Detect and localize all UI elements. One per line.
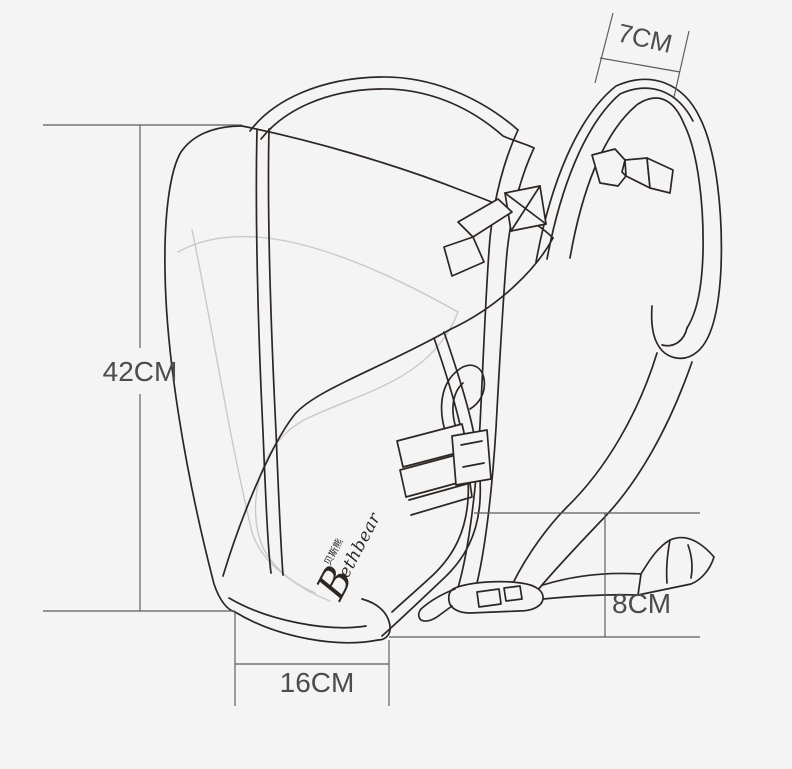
ladder-lock-slots bbox=[460, 440, 485, 468]
right-strap-webbing-b bbox=[536, 361, 693, 592]
right-strap-webbing-a bbox=[512, 352, 658, 584]
body-seam-line-b bbox=[267, 128, 284, 576]
dimension-annotations bbox=[43, 12, 700, 706]
brand-logo: B ethbear 贝斯熊 bbox=[308, 509, 386, 607]
waist-keeper-slot-a bbox=[476, 588, 502, 608]
body-top-edge bbox=[241, 125, 554, 239]
body-right-edge-outer bbox=[381, 331, 482, 637]
waist-belt-lower bbox=[542, 593, 639, 600]
seam-top-arc bbox=[177, 235, 459, 313]
waist-keeper bbox=[447, 580, 544, 614]
right-strap-outer bbox=[535, 78, 723, 360]
waist-keeper-tail bbox=[417, 588, 456, 622]
dim-label-16cm: 16CM bbox=[280, 667, 355, 698]
dim-7-left-tick bbox=[594, 12, 614, 84]
seam-left bbox=[191, 229, 316, 594]
sling-curve bbox=[222, 328, 452, 577]
waist-belt-end-flap bbox=[637, 536, 715, 596]
body-left-edge bbox=[164, 125, 243, 613]
side-hook-outer bbox=[440, 364, 486, 438]
bottom-band-inner bbox=[228, 597, 367, 629]
chest-clip-webbing bbox=[646, 157, 674, 194]
right-strap-tip bbox=[661, 327, 688, 347]
waist-belt-flap-seam bbox=[687, 544, 693, 579]
body-right-edge-inner bbox=[391, 337, 470, 613]
bottom-band-outer bbox=[234, 611, 379, 644]
dim-label-42cm: 42CM bbox=[103, 356, 178, 387]
strap-slider-cross-b bbox=[510, 185, 541, 232]
ladder-lock-buckle bbox=[451, 429, 492, 486]
waist-belt-upper bbox=[542, 572, 642, 586]
bottom-band-cap bbox=[361, 598, 391, 641]
chest-clip-male bbox=[591, 148, 627, 187]
carrier-outline bbox=[164, 76, 723, 644]
right-strap-seam bbox=[546, 87, 694, 260]
body-seam-line-a bbox=[255, 129, 272, 574]
dim-7-right-tick bbox=[673, 30, 690, 98]
waist-keeper-slot-b bbox=[503, 585, 523, 602]
dim-7-line bbox=[599, 57, 681, 73]
left-strap-limb-outer bbox=[455, 129, 519, 595]
waist-belt-flap-fold bbox=[665, 539, 671, 584]
left-strap-outer bbox=[249, 76, 519, 132]
inner-seams bbox=[177, 229, 459, 602]
armhole-curve bbox=[450, 237, 554, 330]
dim-label-8cm: 8CM bbox=[612, 588, 671, 619]
folded-webbing-a bbox=[457, 198, 513, 238]
chest-clip-female bbox=[624, 157, 651, 189]
dim-label-7cm: 7CM bbox=[615, 17, 675, 59]
side-webbing-bottom bbox=[408, 482, 473, 516]
folded-webbing-b bbox=[443, 236, 485, 277]
